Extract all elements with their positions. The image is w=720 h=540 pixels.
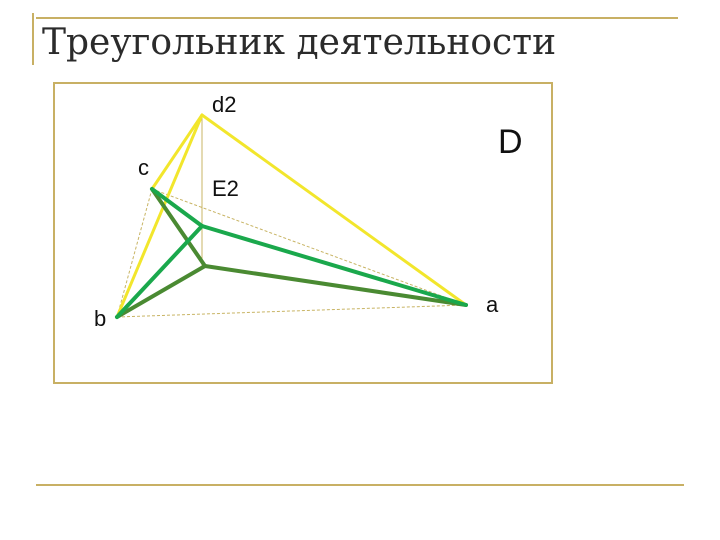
- line-b-e2: [115, 224, 204, 319]
- label-E2: E2: [212, 176, 239, 201]
- label-d2: d2: [212, 92, 236, 117]
- line-b-d2: [115, 113, 204, 319]
- line-c-a-thin: [151, 188, 467, 306]
- diagram-frame: [53, 82, 553, 384]
- yellow-triangle: [115, 113, 468, 319]
- label-b: b: [94, 306, 106, 331]
- title-top-rule: [36, 17, 678, 19]
- label-c: c: [138, 155, 149, 180]
- label-D: D: [498, 123, 523, 161]
- title-left-rule: [32, 13, 34, 65]
- dark-green-structure: [115, 187, 468, 319]
- bottom-rule: [36, 484, 684, 486]
- bright-green-structure: [115, 187, 468, 319]
- line-b-c-thin: [116, 188, 153, 318]
- line-d2-a: [200, 113, 468, 307]
- label-a: a: [486, 292, 499, 317]
- line-b-a-base: [116, 304, 467, 318]
- line-b-center: [115, 264, 207, 319]
- line-c-e2: [150, 187, 204, 228]
- line-e2-a: [200, 224, 468, 307]
- line-d2-c: [150, 113, 204, 191]
- line-center-a: [203, 264, 468, 307]
- page-title: Треугольник деятельности: [42, 22, 557, 63]
- line-c-center: [150, 187, 207, 268]
